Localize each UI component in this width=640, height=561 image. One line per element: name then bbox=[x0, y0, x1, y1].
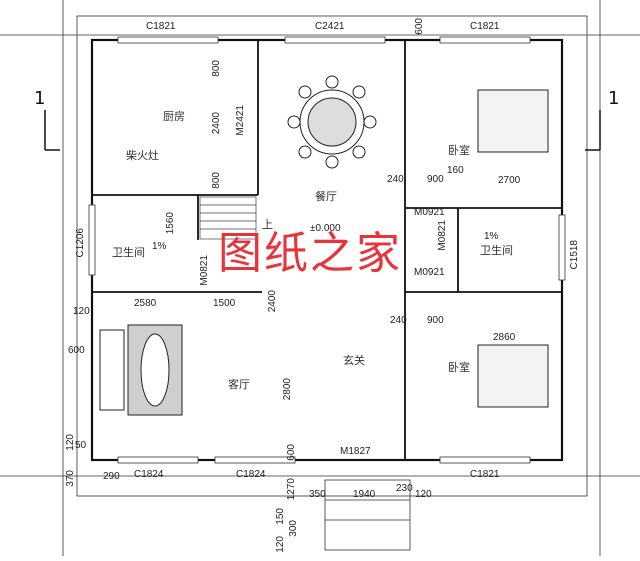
dim-1270: 1270 bbox=[286, 478, 297, 501]
room-label-kitchen: 厨房 bbox=[163, 111, 185, 123]
room-label-dining: 餐厅 bbox=[315, 191, 337, 203]
elevation-label: ±0.000 bbox=[310, 223, 341, 234]
section-mark-right: 1 bbox=[608, 88, 620, 109]
door-label-bath-left: M0821 bbox=[199, 255, 210, 286]
dim-2800: 2800 bbox=[282, 378, 293, 401]
interior-walls bbox=[92, 40, 562, 460]
room-label-firewood-stove: 柴火灶 bbox=[126, 150, 159, 162]
dim-900-a: 900 bbox=[427, 174, 444, 185]
window-label-bottom-mid: C1824 bbox=[236, 469, 266, 480]
dim-600-top: 600 bbox=[414, 18, 425, 35]
dim-900-b: 900 bbox=[427, 315, 444, 326]
dim-2700: 2700 bbox=[498, 175, 521, 186]
slope-label-left: 1% bbox=[152, 241, 167, 252]
door-label-entry: M1827 bbox=[340, 446, 371, 457]
dim-120-a: 120 bbox=[73, 306, 90, 317]
dim-290: 290 bbox=[103, 471, 120, 482]
dim-600-c: 600 bbox=[286, 444, 297, 461]
dim-120-d: 120 bbox=[275, 536, 286, 553]
dim-800-b: 800 bbox=[211, 172, 222, 189]
room-label-bath-right: 卫生间 bbox=[480, 245, 513, 257]
window-label-top-mid: C2421 bbox=[315, 21, 345, 32]
windows bbox=[88, 36, 566, 464]
dim-240-b: 240 bbox=[390, 315, 407, 326]
beds bbox=[477, 89, 549, 408]
dim-1500: 1500 bbox=[213, 298, 236, 309]
dim-160: 160 bbox=[447, 165, 464, 176]
dim-300: 300 bbox=[288, 520, 299, 537]
slope-label-right: 1% bbox=[484, 231, 499, 242]
room-label-bedroom-top: 卧室 bbox=[448, 145, 470, 157]
dim-2580: 2580 bbox=[134, 298, 157, 309]
dim-800-a: 800 bbox=[211, 60, 222, 77]
stairs bbox=[199, 196, 257, 240]
dim-120-c: 120 bbox=[415, 489, 432, 500]
window-label-left: C1206 bbox=[75, 228, 86, 258]
door-label-bath-right-mid: M0821 bbox=[437, 220, 448, 251]
dim-2860: 2860 bbox=[493, 332, 516, 343]
section-markers bbox=[44, 110, 601, 151]
dim-1940: 1940 bbox=[353, 489, 376, 500]
window-label-right: C1518 bbox=[569, 240, 580, 270]
dim-370: 370 bbox=[65, 470, 76, 487]
dim-350: 350 bbox=[309, 489, 326, 500]
room-label-living: 客厅 bbox=[228, 379, 250, 391]
dining-table bbox=[287, 75, 377, 169]
dim-2400: 2400 bbox=[211, 112, 222, 135]
dim-50: 50 bbox=[75, 440, 87, 451]
room-label-bedroom-bottom: 卧室 bbox=[448, 362, 470, 374]
door-label-kitchen: M2421 bbox=[235, 105, 246, 136]
room-label-bath-left: 卫生间 bbox=[112, 247, 145, 259]
door-label-bath-right-lower: M0921 bbox=[414, 267, 445, 278]
dim-1560: 1560 bbox=[165, 212, 176, 235]
stair-up-label: 上 bbox=[262, 219, 273, 231]
dim-2400-b: 2400 bbox=[267, 290, 278, 313]
dim-240-a: 240 bbox=[387, 174, 404, 185]
dim-600-left: 600 bbox=[68, 345, 85, 356]
section-mark-left: 1 bbox=[34, 88, 46, 109]
sofa bbox=[99, 324, 183, 416]
room-label-foyer: 玄关 bbox=[343, 355, 365, 367]
dim-150: 150 bbox=[275, 508, 286, 525]
dim-230: 230 bbox=[396, 483, 413, 494]
window-label-top-right: C1821 bbox=[470, 21, 500, 32]
window-label-top-left: C1821 bbox=[146, 21, 176, 32]
window-label-bottom-right: C1821 bbox=[470, 469, 500, 480]
watermark: 图纸之家 bbox=[218, 228, 402, 279]
door-label-bath-right-upper: M0921 bbox=[414, 207, 445, 218]
window-label-bottom-left: C1824 bbox=[134, 469, 164, 480]
entrance-steps bbox=[324, 479, 411, 551]
